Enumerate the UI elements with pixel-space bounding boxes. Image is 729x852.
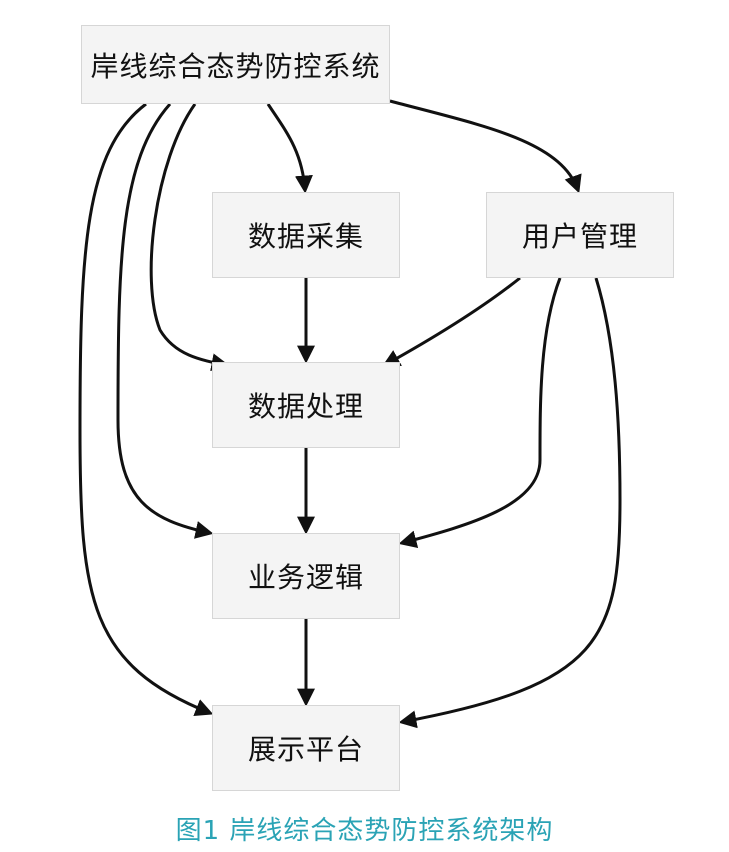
node-label: 展示平台 xyxy=(247,733,364,766)
edge-user-management-to-display-platform xyxy=(398,277,622,729)
edge-root-to-business-logic xyxy=(116,103,214,539)
edge-user-management-to-data-processing xyxy=(381,276,521,367)
node-label: 业务逻辑 xyxy=(247,561,364,594)
node-data-collection: 数据采集 xyxy=(212,192,400,278)
node-label: 数据处理 xyxy=(247,390,364,423)
node-display-platform: 展示平台 xyxy=(212,705,400,791)
edge-root-to-display-platform xyxy=(78,102,214,717)
node-business-logic: 业务逻辑 xyxy=(212,533,400,619)
figure-caption: 图1 岸线综合态势防控系统架构 xyxy=(175,816,554,846)
edge-root-to-user-management xyxy=(389,99,582,194)
node-label: 数据采集 xyxy=(247,220,364,253)
edge-user-management-to-business-logic xyxy=(398,277,562,549)
edge-root-to-data-collection xyxy=(266,103,313,194)
node-data-processing: 数据处理 xyxy=(212,362,400,448)
node-shoreline-situation-control-system: 岸线综合态势防控系统 xyxy=(81,25,390,104)
edge-root-to-data-processing xyxy=(149,103,230,372)
node-label: 岸线综合态势防控系统 xyxy=(90,49,381,83)
node-label: 用户管理 xyxy=(521,220,638,253)
node-user-management: 用户管理 xyxy=(486,192,674,278)
